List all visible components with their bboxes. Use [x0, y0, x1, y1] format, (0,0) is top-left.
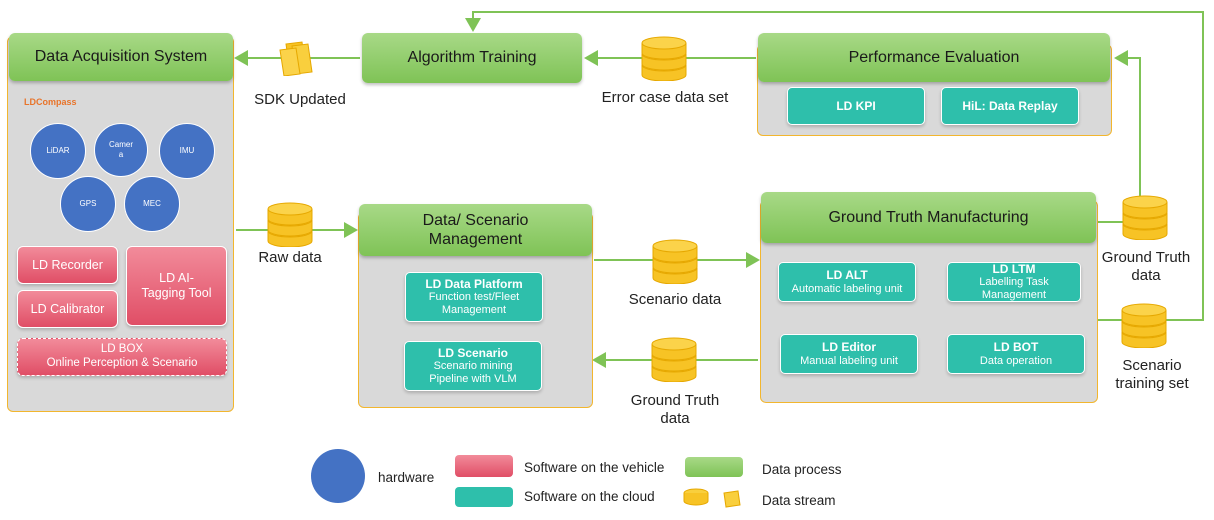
ld-data-platform: LD Data Platform Function test/Fleet Man…	[405, 272, 543, 322]
gtm-title: Ground Truth Manufacturing	[761, 192, 1096, 243]
hardware-lidar: LiDAR	[30, 123, 86, 179]
brand-logo: LDCompass	[24, 97, 77, 107]
ld-ltm-subtitle: Labelling Task Management	[979, 276, 1049, 302]
ld-alt: LD ALT Automatic labeling unit	[778, 262, 916, 302]
legend-process-swatch	[685, 457, 743, 477]
ld-data-platform-subtitle: Function test/Fleet Management	[428, 291, 520, 317]
ld-kpi-label: LD KPI	[836, 98, 876, 113]
database-icon-gt-right	[1122, 195, 1168, 240]
label-raw-data: Raw data	[258, 249, 322, 266]
ld-box-title: LD BOX	[100, 343, 144, 356]
ld-alt-title: LD ALT	[826, 268, 868, 283]
hardware-camera: Camera	[94, 123, 148, 177]
ld-ai-tagging-tool: LD AI-Tagging Tool	[126, 246, 227, 326]
ld-scenario-subtitle: Scenario mining Pipeline with VLM	[429, 360, 517, 386]
ld-scenario-title: LD Scenario	[437, 345, 509, 360]
ld-bot-title: LD BOT	[993, 340, 1039, 355]
ld-recorder: LD Recorder	[17, 246, 118, 284]
hil-data-replay: HiL: Data Replay	[941, 87, 1079, 125]
label-gt-bottom: Ground Truth data	[630, 392, 720, 427]
scenario-mgmt-title: Data/ Scenario Management	[359, 204, 592, 256]
hardware-imu: IMU	[159, 123, 215, 179]
database-icon-raw	[267, 202, 313, 247]
ld-editor-subtitle: Manual labeling unit	[800, 354, 898, 367]
acquisition-title: Data Acquisition System	[9, 33, 233, 81]
database-icon-error	[641, 36, 687, 81]
legend-vehicle-swatch	[455, 455, 513, 477]
database-icon-scenario	[652, 239, 698, 284]
ld-editor-title: LD Editor	[822, 340, 876, 355]
ld-ltm-title: LD LTM	[992, 261, 1036, 276]
ld-box: LD BOX Online Perception & Scenario	[17, 338, 227, 376]
label-sdk-updated: SDK Updated	[254, 91, 346, 108]
ld-bot-subtitle: Data operation	[979, 354, 1053, 367]
ld-editor: LD Editor Manual labeling unit	[780, 334, 918, 374]
ld-alt-subtitle: Automatic labeling unit	[791, 282, 903, 295]
label-gt-right: Ground Truth data	[1101, 249, 1191, 284]
ld-box-subtitle: Online Perception & Scenario	[46, 357, 198, 369]
legend-stream-swatch	[683, 488, 741, 508]
ld-ltm: LD LTM Labelling Task Management	[947, 262, 1081, 302]
performance-evaluation-title: Performance Evaluation	[758, 33, 1110, 82]
arrow-training-loop	[465, 11, 1204, 321]
hardware-mec: MEC	[124, 176, 180, 232]
legend-cloud-swatch	[455, 487, 513, 507]
algorithm-training: Algorithm Training	[362, 33, 582, 83]
label-error-case: Error case data set	[601, 89, 729, 106]
label-scenario-data: Scenario data	[628, 291, 722, 308]
legend-process-label: Data process	[762, 462, 842, 477]
database-icon-gt-bottom	[651, 337, 697, 382]
legend-hardware-swatch	[311, 449, 365, 503]
hardware-gps: GPS	[60, 176, 116, 232]
label-training-set: Scenario training set	[1115, 357, 1189, 392]
ld-data-platform-title: LD Data Platform	[425, 276, 523, 291]
arrow-gt-to-eval	[1096, 50, 1141, 223]
ld-calibrator: LD Calibrator	[17, 290, 118, 328]
ld-kpi: LD KPI	[787, 87, 925, 125]
legend-hardware-label: hardware	[378, 470, 435, 485]
legend-stream-label: Data stream	[762, 493, 836, 508]
ld-scenario: LD Scenario Scenario mining Pipeline wit…	[404, 341, 542, 391]
ld-bot: LD BOT Data operation	[947, 334, 1085, 374]
sdk-docs-icon	[279, 41, 313, 76]
legend-cloud-label: Software on the cloud	[524, 489, 655, 504]
legend-vehicle-label: Software on the vehicle	[524, 460, 665, 475]
hil-data-replay-label: HiL: Data Replay	[962, 98, 1058, 113]
database-icon-training-set	[1121, 303, 1167, 348]
